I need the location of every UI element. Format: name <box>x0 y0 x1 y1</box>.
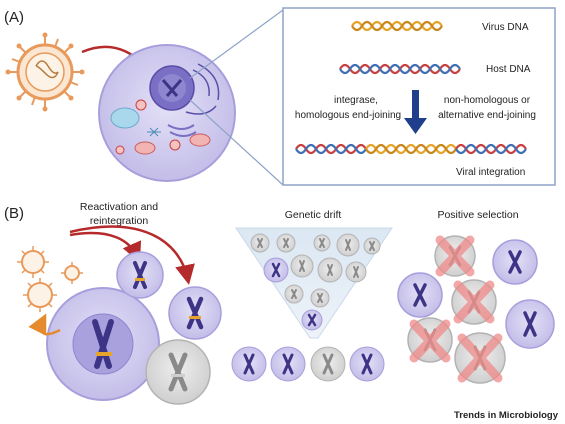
panel-a-label: (A) <box>4 9 24 26</box>
zoom-line-bottom <box>189 99 284 186</box>
small-virus-icon <box>61 262 83 284</box>
panel-b-label: (B) <box>4 205 24 222</box>
left-mechanism-line1: integrase, <box>334 95 378 106</box>
small-virus-icon <box>17 246 49 278</box>
right-mechanism-line1: non-homologous or <box>444 95 531 106</box>
integration-arrow <box>404 90 427 134</box>
left-mechanism-line2: homologous end-joining <box>295 110 401 121</box>
small-virus-icon <box>23 278 57 312</box>
reactivating-cell <box>46 287 160 401</box>
uninfected-cell <box>145 339 211 405</box>
reintegration-arrow-1 <box>69 231 142 263</box>
zoom-line-top <box>189 9 284 79</box>
reintegration-arrow-2 <box>69 225 195 285</box>
reactivation-title-line1: Reactivation and <box>80 201 158 213</box>
infected-cell <box>168 286 222 340</box>
virus-dna-helix <box>351 20 443 32</box>
drift-cell-grid <box>250 233 381 331</box>
drift-output-cells <box>231 346 385 382</box>
host-cell <box>98 44 236 182</box>
journal-footer: Trends in Microbiology <box>454 410 559 421</box>
host-dna-label: Host DNA <box>486 64 531 75</box>
drift-funnel <box>235 227 393 339</box>
right-mechanism-line2: alternative end-joining <box>438 110 536 121</box>
cross-icon <box>409 235 503 383</box>
genetic-drift-title: Genetic drift <box>285 209 342 221</box>
reactivation-title-line2: reintegration <box>90 215 149 227</box>
integrated-dna-helix <box>295 143 527 155</box>
reactivation-arrow <box>28 313 61 336</box>
virus-particle-icon <box>5 32 85 112</box>
viral-integration-label: Viral integration <box>456 167 525 178</box>
positive-selection-title: Positive selection <box>437 209 518 221</box>
virus-dna-label: Virus DNA <box>482 22 529 33</box>
host-dna-helix <box>339 63 461 75</box>
infected-cell <box>116 251 164 299</box>
